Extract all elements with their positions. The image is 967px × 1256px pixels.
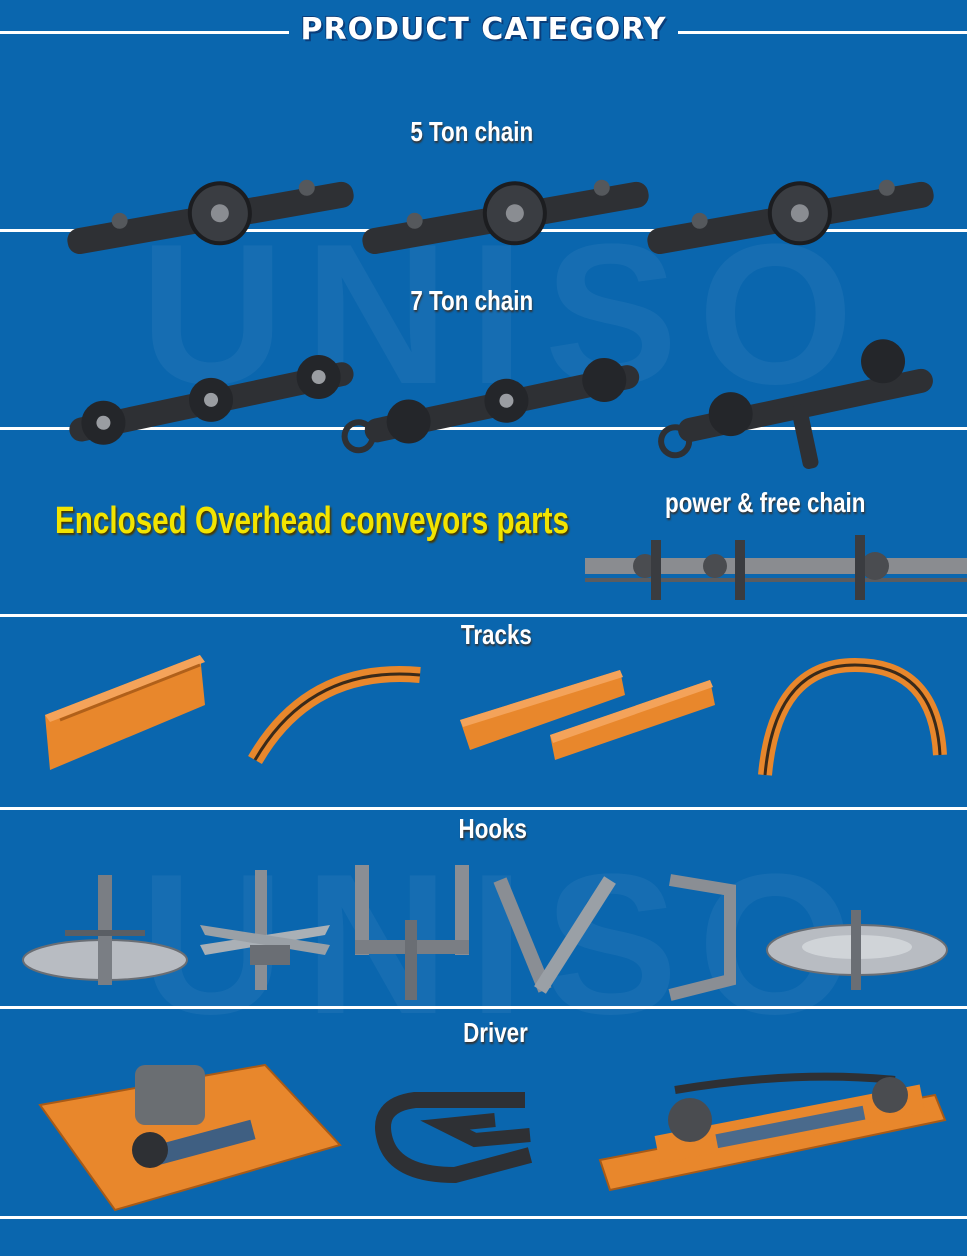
divider	[0, 1006, 967, 1009]
hook-y-image	[493, 876, 616, 994]
track-split-image	[460, 670, 715, 760]
track-curve-image	[248, 666, 421, 765]
divider	[0, 614, 967, 617]
track-straight-image	[45, 655, 205, 770]
section-label-5-ton-chain: 5 Ton chain	[410, 116, 534, 147]
section-label-7-ton-chain: 7 Ton chain	[410, 285, 534, 316]
driver-chain-image	[375, 1092, 533, 1184]
track-arc-image	[758, 657, 947, 776]
five-ton-chain-image-1	[67, 179, 354, 255]
section-label-driver: Driver	[463, 1017, 528, 1048]
seven-ton-chain-image-2	[341, 357, 640, 454]
hook-u-image	[355, 865, 469, 1000]
seven-ton-chain-image-1	[69, 355, 354, 445]
page-title: PRODUCT CATEGORY	[0, 10, 967, 50]
hook-cross-image	[200, 870, 330, 990]
driver-conveyor-image	[598, 1072, 947, 1192]
section-label-tracks: Tracks	[460, 619, 532, 650]
page-title-text: PRODUCT CATEGORY	[288, 12, 679, 47]
hook-bracket-image	[668, 874, 736, 1001]
five-ton-chain-image-2	[362, 179, 649, 255]
driver-platform-image	[38, 1063, 342, 1212]
divider	[0, 1216, 967, 1219]
enclosed-conveyor-heading: Enclosed Overhead conveyors parts	[55, 500, 569, 542]
five-ton-chain-image-3	[647, 179, 934, 255]
section-label-power-free-chain: power & free chain	[665, 487, 866, 518]
seven-ton-chain-image-3	[658, 339, 933, 469]
power-free-chain-image	[585, 535, 967, 600]
hook-tray-image-2	[766, 910, 948, 990]
section-label-hooks: Hooks	[458, 813, 528, 844]
divider	[0, 807, 967, 810]
divider	[0, 427, 967, 430]
hook-tray-image-1	[22, 875, 188, 985]
